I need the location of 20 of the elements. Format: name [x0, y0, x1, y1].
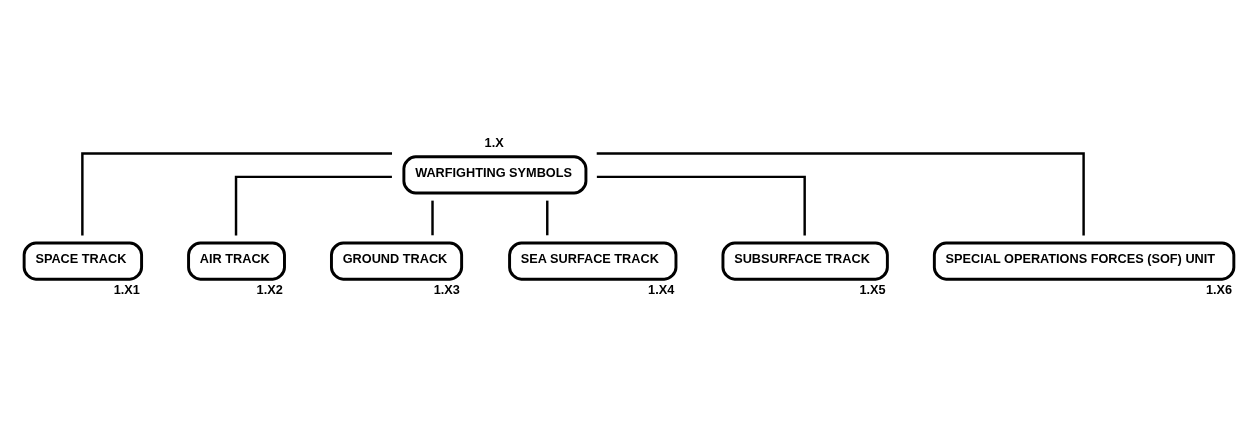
node-label: 1.X5 — [859, 281, 886, 297]
connector — [234, 175, 392, 236]
node-box: SEA SURFACE TRACK — [508, 241, 678, 281]
node-label: 1.X4 — [648, 281, 675, 297]
node-box: SUBSURFACE TRACK — [721, 241, 889, 281]
node-box: GROUND TRACK — [330, 241, 464, 281]
node-label: 1.X6 — [1205, 281, 1233, 297]
node-label: 1.X3 — [433, 281, 460, 297]
node-label: 1.X — [484, 134, 504, 150]
connector — [546, 200, 549, 235]
node-box: SPECIAL OPERATIONS FORCES (SOF) UNIT — [932, 241, 1236, 281]
connector — [81, 151, 393, 236]
node-box: AIR TRACK — [187, 241, 286, 281]
connector — [431, 200, 434, 235]
node-box: SPACE TRACK — [22, 241, 144, 281]
node-box: WARFIGHTING SYMBOLS — [402, 154, 588, 194]
connector — [596, 175, 806, 236]
node-label: 1.X1 — [113, 281, 140, 297]
connector — [596, 151, 1085, 236]
node-label: 1.X2 — [256, 281, 283, 297]
